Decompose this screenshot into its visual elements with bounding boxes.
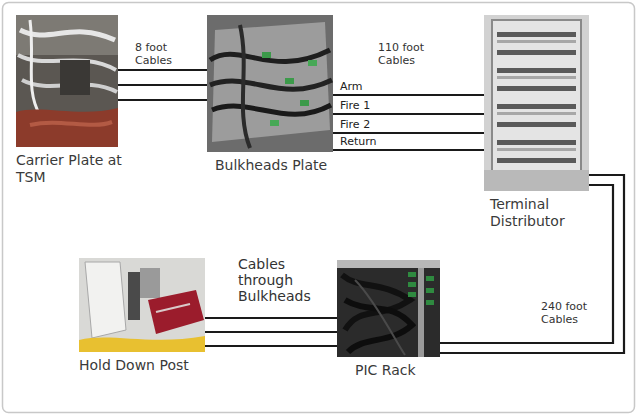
caption-block: Hold Down Post [79, 357, 239, 374]
cable-drawing [240, 25, 250, 148]
red-wrap-drawing [16, 108, 118, 147]
post-drawing [85, 262, 126, 338]
green-connector [270, 120, 279, 126]
terminal-row [497, 140, 576, 145]
green-connector [408, 292, 416, 297]
photo-node: Terminal Distributor [484, 15, 589, 191]
photo-background [16, 15, 118, 147]
cable-drawing [212, 105, 331, 114]
cable-line [333, 94, 484, 96]
green-connector [300, 100, 309, 106]
wrap-highlight [30, 122, 112, 125]
cabinet-base [484, 170, 589, 191]
photo-node: Bulkheads Plate [207, 15, 333, 152]
terminal-strip [497, 112, 576, 115]
terminal-row [497, 158, 576, 163]
terminal-strip [497, 148, 576, 151]
rack-frame [418, 268, 424, 357]
terminal-strip [497, 40, 576, 43]
green-connector [308, 60, 317, 66]
green-connector [426, 288, 434, 293]
cable-line [118, 99, 207, 101]
terminal-row [497, 68, 576, 73]
photo-background [79, 258, 205, 352]
outer-frame [3, 3, 635, 413]
terminal-strip [497, 76, 576, 79]
signal-name: Fire 2 [340, 118, 370, 131]
photo-node: Carrier Plate at TSM [16, 15, 118, 147]
caption-block: Bulkheads Plate [215, 157, 375, 174]
cable-length-label: 8 foot Cables [135, 41, 185, 67]
photo-background [484, 15, 589, 191]
cable-drawing [355, 280, 405, 355]
cable-line [333, 113, 484, 115]
hold-down-photo [79, 258, 205, 352]
cable-drawing [210, 50, 330, 62]
cable-drawing [210, 80, 332, 89]
terminal-row [497, 86, 576, 91]
caption-block: Terminal Distributor [490, 196, 595, 230]
green-connector [408, 272, 416, 277]
rack-frame [337, 260, 440, 268]
photo-background [337, 260, 440, 357]
photo-node: Hold Down Post [79, 258, 205, 352]
bracket-drawing [140, 268, 160, 298]
node-caption: Bulkheads Plate [215, 157, 375, 174]
cable-line [440, 175, 624, 353]
red-box-drawing [148, 290, 204, 334]
cabinet-drawing [492, 20, 581, 186]
cable-line [118, 84, 207, 86]
terminal-photo [484, 15, 589, 191]
box-marking [156, 304, 190, 312]
node-caption: Carrier Plate at TSM [16, 152, 126, 186]
green-connector [408, 282, 416, 287]
carrier-photo [16, 15, 118, 147]
signal-name: Arm [340, 80, 363, 93]
pic-rack-photo [337, 260, 440, 357]
node-caption: PIC Rack [355, 362, 475, 379]
cable-line [118, 69, 207, 71]
photo-background [207, 15, 333, 152]
node-caption: Terminal Distributor [490, 196, 595, 230]
connector-drawing [60, 60, 90, 95]
signal-name: Return [340, 135, 377, 148]
caption-block: PIC Rack [355, 362, 475, 379]
bulkheads-photo [207, 15, 333, 152]
green-connector [285, 78, 294, 84]
terminal-row [497, 50, 576, 55]
node-caption: Hold Down Post [79, 357, 239, 374]
signal-name: Fire 1 [340, 99, 370, 112]
cable-line [440, 185, 613, 343]
bolt-drawing [128, 272, 140, 320]
photo-node: PIC Rack [337, 260, 440, 357]
cable-drawing [20, 30, 115, 40]
terminal-row [497, 122, 576, 127]
cable-length-label: Cables through Bulkheads [238, 256, 324, 304]
cable-line [205, 345, 337, 347]
cable-line [205, 317, 337, 319]
yellow-hose-drawing [79, 336, 205, 352]
cable-line [333, 149, 484, 151]
cable-drawing [345, 300, 412, 352]
green-connector [426, 300, 434, 305]
cable-length-label: 110 foot Cables [378, 41, 440, 67]
green-connector [426, 276, 434, 281]
cable-line [205, 331, 337, 333]
green-connector [262, 52, 271, 58]
cable-line [333, 132, 484, 134]
terminal-row [497, 32, 576, 37]
caption-block: Carrier Plate at TSM [16, 152, 126, 186]
cable-length-label: 240 foot Cables [541, 300, 603, 326]
terminal-row [497, 104, 576, 109]
cable-drawing [30, 20, 40, 115]
